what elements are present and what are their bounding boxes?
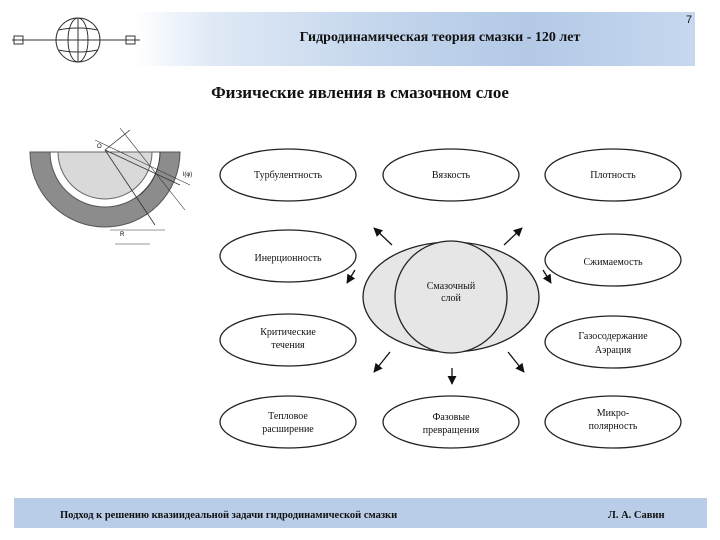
label-thermal-1: Тепловое: [268, 411, 308, 422]
main-title: Физические явления в смазочном слое: [211, 83, 509, 102]
label-phase-2: превращения: [423, 425, 480, 436]
arrow-down-left: [373, 351, 391, 373]
node-thermal-expansion: [219, 395, 357, 449]
node-density: [544, 148, 682, 202]
node-turbulence: [219, 148, 357, 202]
label-critical-flow-1: Критические: [260, 327, 316, 338]
footer-band: [14, 498, 707, 528]
svg-text:O: O: [97, 144, 102, 150]
node-viscosity: [382, 148, 520, 202]
node-phase-transitions: [382, 395, 520, 449]
node-micropolarity: [544, 395, 682, 449]
node-compressibility: [544, 233, 682, 287]
header-band: [135, 12, 695, 66]
header-title: Гидродинамическая теория смазки - 120 ле…: [299, 30, 581, 45]
arrows: [346, 227, 552, 385]
footer-left-text: Подход к решению квазиидеальной задачи г…: [60, 510, 398, 521]
lubricating-layer: [362, 240, 540, 354]
label-compressibility: Сжимаемость: [583, 257, 642, 268]
label-inertia: Инерционность: [254, 253, 321, 264]
center-label-line2: слой: [441, 293, 461, 304]
bearing-schematic: O l(φ) R: [29, 127, 192, 245]
svg-text:l(φ): l(φ): [183, 172, 192, 178]
globe-logo: [12, 17, 140, 63]
arrow-down-right: [507, 351, 525, 373]
label-viscosity: Вязкость: [432, 170, 471, 181]
node-gas-content: [544, 315, 682, 369]
label-phase-1: Фазовые: [432, 412, 470, 423]
arrow-left: [346, 269, 356, 284]
label-thermal-2: расширение: [262, 424, 314, 435]
label-turbulence: Турбулентность: [254, 170, 322, 181]
node-inertia: [219, 229, 357, 283]
svg-text:R: R: [120, 232, 125, 238]
footer-author: Л. А. Савин: [608, 510, 665, 521]
label-critical-flow-2: течения: [271, 340, 305, 351]
label-density: Плотность: [590, 170, 636, 181]
arrow-right: [542, 269, 552, 284]
label-gas-content-2: Аэрация: [595, 345, 632, 356]
label-gas-content-1: Газосодержание: [578, 331, 648, 342]
center-label-line1: Смазочный: [427, 281, 476, 292]
node-critical-flow: [219, 313, 357, 367]
arrow-up-right: [503, 227, 523, 246]
page-number: 7: [686, 14, 693, 26]
arrow-up-left: [373, 227, 393, 246]
label-micropolar-2: полярность: [589, 421, 638, 432]
label-micropolar-1: Микро-: [597, 408, 629, 419]
